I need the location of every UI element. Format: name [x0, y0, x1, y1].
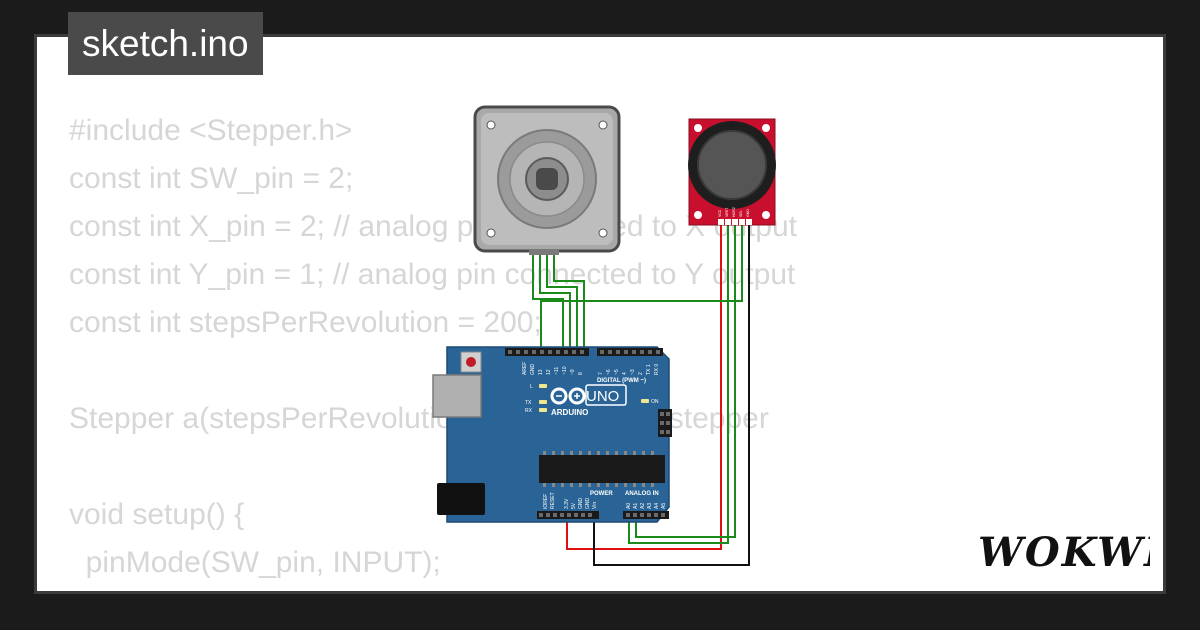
code-line: const int Y_pin = 1; // analog pin conne…	[69, 258, 796, 291]
pin-label: RESET	[550, 492, 556, 509]
wire-joystick-sel	[540, 225, 743, 347]
pin-label: 2	[638, 372, 644, 375]
pin-label: ~11	[554, 367, 560, 375]
dc-power-jack	[437, 483, 485, 515]
pin-label: AREF	[522, 362, 528, 375]
joystick-pin-label: GND	[746, 209, 750, 217]
wire-stepper-a2	[539, 248, 571, 347]
joystick-pin-label: HORZ	[732, 206, 736, 217]
arduino-uno-board: AREF GND 13 12 ~11 ~10 ~9 8 7 ~6 ~5 4 ~3…	[432, 346, 672, 523]
analog-header	[623, 511, 669, 519]
on-led	[641, 399, 649, 403]
pin-label: 7	[598, 372, 604, 375]
wire-stepper-b1	[546, 248, 578, 347]
joystick-pin-label: SEL	[739, 210, 743, 217]
pin-label: GND	[585, 498, 591, 510]
tx-led-label: TX	[525, 400, 532, 406]
digital-header-left	[505, 348, 589, 356]
wokwi-logo-text: WOKWI	[978, 529, 1150, 576]
atmega-chip	[539, 455, 665, 483]
tx-led	[539, 400, 547, 404]
digital-header-right	[597, 348, 663, 356]
usb-port	[432, 374, 482, 418]
code-line: #include <Stepper.h>	[69, 114, 353, 147]
pin-label: ~9	[570, 369, 576, 375]
stepper-wires	[532, 248, 585, 347]
power-header-label: POWER	[590, 491, 613, 497]
pin-label: 13	[538, 369, 544, 375]
pin-label: ~6	[606, 369, 612, 375]
pin-label: A5	[661, 503, 667, 509]
wire-stepper-b2	[553, 248, 585, 347]
pin-label: 3.3V	[564, 498, 570, 509]
stepper-motor	[473, 105, 621, 255]
pin-label: A4	[654, 503, 660, 509]
arduino-logo	[550, 387, 586, 405]
l-led-label: L	[530, 384, 533, 390]
rx-led	[539, 408, 547, 412]
joystick-module: VCC VERT HORZ SEL GND	[688, 118, 776, 226]
pin-label: A2	[640, 503, 646, 509]
code-line: pinMode(SW_pin, INPUT);	[69, 546, 441, 579]
board-brand-label: ARDUINO	[551, 408, 588, 417]
pin-label: ~10	[562, 366, 568, 375]
wire-joystick-gnd	[593, 225, 750, 566]
wokwi-logo: WOKWI	[978, 529, 1150, 576]
pin-label: 12	[546, 369, 552, 375]
sketch-filename-tab: sketch.ino	[68, 12, 263, 75]
board-model-label: UNO	[586, 388, 619, 405]
l-led	[539, 384, 547, 388]
code-background: #include <Stepper.h> const int SW_pin = …	[69, 107, 797, 591]
joystick-pin-headers	[718, 219, 752, 225]
pin-label: ~5	[614, 369, 620, 375]
pin-label: A1	[633, 503, 639, 509]
pin-label: ~3	[630, 369, 636, 375]
code-line: const int SW_pin = 2;	[69, 162, 354, 195]
wire-joystick-vcc	[566, 225, 722, 550]
pin-label: GND	[530, 364, 536, 376]
sketch-preview-card: #include <Stepper.h> const int SW_pin = …	[34, 34, 1166, 594]
pin-label: A3	[647, 503, 653, 509]
on-led-label: ON	[651, 399, 659, 405]
wire-joystick-vert	[628, 225, 729, 544]
code-line: const int stepsPerRevolution = 200;	[69, 306, 542, 339]
reset-button-cap	[466, 357, 476, 367]
code-line: void setup() {	[69, 498, 245, 531]
pin-label: 8	[578, 372, 584, 375]
pin-label: A0	[626, 503, 632, 509]
joystick-pin-label: VCC	[718, 209, 722, 217]
circuit-diagram: VCC VERT HORZ SEL GND	[432, 105, 776, 566]
pin-label: 5V	[571, 502, 577, 509]
analog-header-label: ANALOG IN	[625, 491, 659, 497]
pin-label: IOREF	[543, 494, 549, 509]
wire-stepper-a1	[532, 248, 564, 347]
wire-joystick-horz	[635, 225, 736, 538]
rx-led-label: RX	[525, 408, 533, 414]
joystick-pin-label: VERT	[725, 207, 729, 217]
pin-label: GND	[578, 498, 584, 510]
joystick-wires	[540, 225, 750, 566]
pin-label: RX 0	[654, 364, 660, 375]
pin-label: Vin	[592, 502, 598, 509]
pin-label: TX 1	[646, 364, 652, 375]
pin-label: 4	[622, 372, 628, 375]
digital-pwm-label: DIGITAL (PWM ~)	[597, 378, 646, 384]
